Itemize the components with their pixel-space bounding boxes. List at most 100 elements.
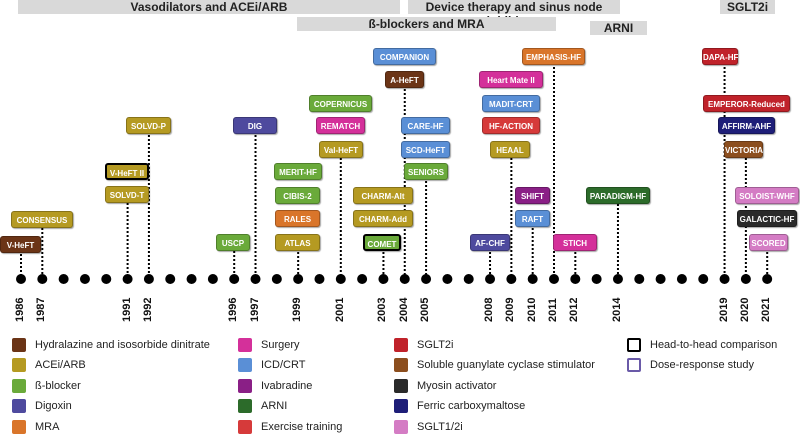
legend-item-myosin: Myosin activator [394,378,496,394]
trial-charm-add: CHARM-Add [353,210,413,227]
year-dot-1989 [79,274,90,284]
year-dot-2010 [527,274,538,284]
legend-item-acei: ACEi/ARB [12,357,86,373]
trial-dig: DIG [233,117,277,134]
legend-label: ACEi/ARB [35,359,86,372]
trial-atlas: ATLAS [275,234,320,251]
trial-scored: SCORED [749,234,788,251]
legend-item-h2h: Head-to-head comparison [627,337,777,353]
year-label: 2019 [717,297,730,322]
trial-victoria: VICTORIA [724,141,763,158]
band-beta-blockers-mra: ß-blockers and MRA [297,17,556,31]
legend-item-hydralazine: Hydralazine and isosorbide dinitrate [12,337,210,353]
legend-swatch [12,420,26,435]
legend-label: Exercise training [261,421,343,434]
trial-companion: COMPANION [373,48,436,65]
trial-scd-heft: SCD-HeFT [401,141,450,158]
legend-item-sglt12: SGLT1/2i [394,419,463,435]
year-dot-1990 [101,274,112,284]
year-dot-1992 [143,274,154,284]
year-dot-2011 [549,274,559,284]
legend-item-exercise: Exercise training [238,419,342,435]
trial-care-hf: CARE-HF [401,117,450,134]
legend-item-sgc: Soluble guanylate cyclase stimulator [394,357,595,373]
legend-item-bblocker: ß-blocker [12,378,81,394]
year-dot-2018 [698,274,709,284]
trial-copernicus: COPERNICUS [309,95,372,112]
legend-label: MRA [35,421,60,434]
legend-item-dose: Dose-response study [627,357,754,373]
trial-solvd-p: SOLVD-P [126,117,171,134]
year-dot-2015 [634,274,645,284]
legend-label: ARNI [261,400,288,413]
year-label: 2021 [760,297,773,322]
trial-rales: RALES [275,210,320,227]
trial-shift: SHIFT [515,187,550,204]
year-label: 1986 [14,297,26,322]
legend-item-ferric: Ferric carboxymaltose [394,398,525,414]
year-dot-2007 [463,274,474,284]
legend-label: Soluble guanylate cyclase stimulator [417,359,595,372]
legend-label: Dose-response study [650,359,754,372]
trial-madit-crt: MADIT-CRT [482,95,540,112]
trial-emperor-reduced: EMPEROR-Reduced [703,95,790,112]
year-label: 2001 [333,297,346,322]
legend-item-digoxin: Digoxin [12,398,72,414]
trial-a-heft: A-HeFT [385,71,424,88]
trial-heaal: HEAAL [490,141,530,158]
trial-stich: STICH [553,234,597,251]
legend-item-sglt2: SGLT2i [394,337,453,353]
legend-swatch [238,338,252,353]
year-label: 2020 [738,297,751,322]
year-label: 1987 [35,297,48,322]
legend-swatch [627,338,641,353]
trial-raft: RAFT [515,210,550,227]
legend-item-ivabradine: Ivabradine [238,378,312,394]
legend-item-mra: MRA [12,419,59,435]
legend-label: SGLT2i [417,339,454,352]
year-label: 2008 [483,297,496,322]
legend-label: Digoxin [35,400,72,413]
trial-affirm-ahf: AFFIRM-AHF [718,117,775,134]
band-arni: ARNI [590,21,647,35]
trial-soloist-whf: SOLOIST-WHF [735,187,799,204]
legend-swatch [238,420,252,435]
legend-swatch [394,338,408,353]
trial-cibis-2: CIBIS-2 [275,187,320,204]
trial-heart-mate-ii: Heart Mate II [479,71,543,88]
legend-label: Surgery [261,339,300,352]
band-sglt2i: SGLT2i [720,0,775,14]
trial-galactic-hf: GALACTIC-HF [737,210,797,227]
legend-swatch [238,358,252,373]
trial-comet: COMET [363,234,401,251]
year-dot-1995 [207,274,218,284]
legend-label: Myosin activator [417,380,497,393]
legend-label: Ferric carboxymaltose [417,400,526,413]
year-dot-2000 [314,274,325,284]
year-dot-1997 [250,274,261,284]
year-label: 2004 [397,297,410,322]
trial-af-chf: AF-CHF [470,234,510,251]
year-label: 1991 [120,297,133,322]
year-label: 1996 [227,297,240,322]
year-dot-2012 [570,274,581,284]
trial-val-heft: Val-HeFT [319,141,363,158]
legend-swatch [238,379,252,394]
year-dot-2021 [762,274,773,284]
legend-label: ß-blocker [35,380,81,393]
year-dot-1994 [186,274,197,284]
legend-swatch [12,379,26,394]
year-label: 2009 [504,297,517,322]
year-dot-1993 [165,274,176,284]
trial-solvd-t: SOLVD-T [105,186,149,203]
legend-item-icd: ICD/CRT [238,357,305,373]
trial-emphasis-hf: EMPHASIS-HF [522,48,585,65]
legend-swatch [394,379,408,394]
year-dot-2006 [442,274,453,284]
band-device-therapy: Device therapy and sinus node inhibitors [408,0,620,28]
legend-swatch [394,420,408,435]
trial-seniors: SENIORS [404,163,448,180]
year-dot-2017 [676,274,687,284]
